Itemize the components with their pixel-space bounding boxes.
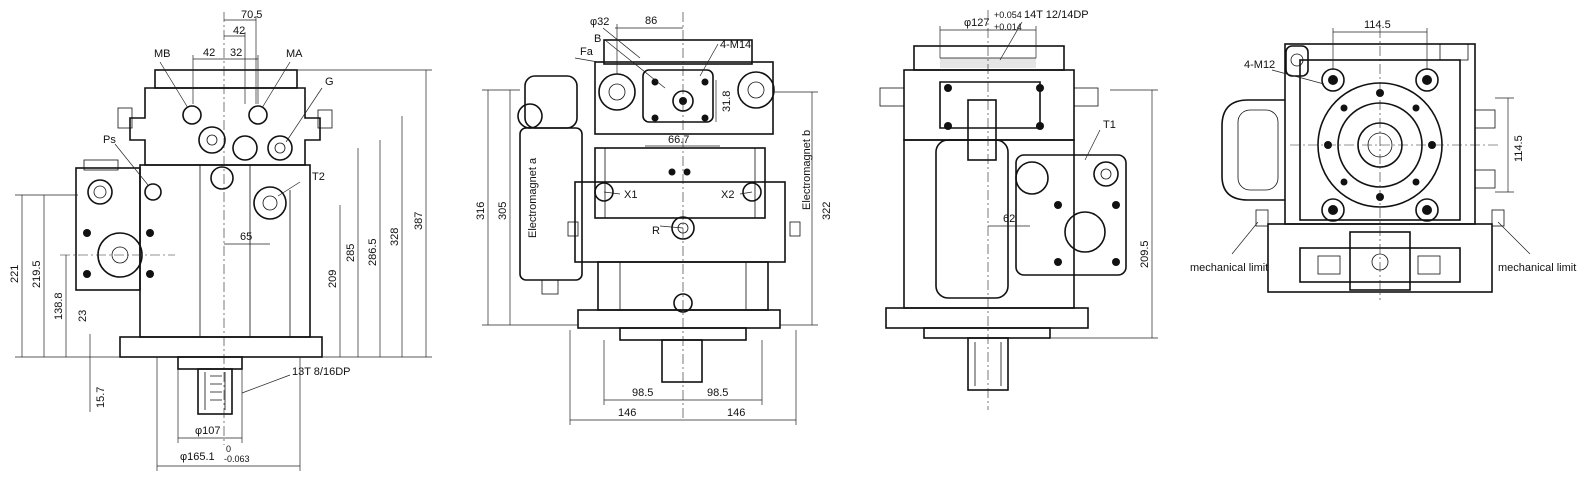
label-tol-165-lower: -0.063 [224,454,250,464]
label-port-T1: T1 [1103,119,1116,131]
label-dim-98-5-left: 98.5 [632,387,653,399]
label-port-MB: MB [154,48,171,60]
label-dim-221: 221 [9,265,21,283]
label-dim-387: 387 [413,212,425,230]
label-dim-31-8: 31.8 [721,91,733,112]
label-dim-138-8: 138.8 [53,292,65,320]
label-dim-114-5-horizontal: 114.5 [1364,19,1391,31]
label-dim-42: 42 [203,47,215,59]
label-dim-phi107: φ107 [195,425,221,437]
top-view [1221,28,1531,300]
label-dim-42-top: 42 [233,25,245,37]
label-dim-305: 305 [497,202,509,220]
label-dim-316: 316 [475,202,487,220]
label-dim-285: 285 [345,244,357,262]
label-dim-phi32: φ32 [590,16,609,28]
label-dim-146-right: 146 [727,407,745,419]
label-port-MA: MA [286,48,303,60]
label-dim-219-5: 219.5 [31,260,43,288]
label-dim-70-5: 70.5 [241,9,262,21]
label-dim-114-5-vertical: 114.5 [1513,135,1525,162]
label-dim-286-5: 286.5 [367,238,379,266]
label-dim-328: 328 [389,228,401,246]
label-dim-98-5-right: 98.5 [707,387,728,399]
label-dim-86: 86 [645,15,657,27]
label-dim-phi127: φ127 [964,17,990,29]
label-tol-127-upper: +0.054 [994,10,1022,20]
label-dim-146-left: 146 [618,407,636,419]
label-tol-127-lower: +0.014 [994,22,1022,32]
label-4-M12: 4-M12 [1244,59,1275,71]
rear-view [879,10,1158,410]
label-port-T2: T2 [312,171,325,183]
label-dim-62: 62 [1003,213,1015,225]
side-view [482,12,818,425]
label-dim-15-7: 15.7 [95,387,107,408]
label-dim-23: 23 [77,310,89,322]
label-port-X2: X2 [721,189,734,201]
label-port-G: G [325,76,334,88]
label-spline-14T: 14T 12/14DP [1024,9,1089,21]
label-dim-66-7: 66.7 [668,134,689,146]
label-dim-32: 32 [230,47,242,59]
label-tol-165-upper: 0 [226,444,231,454]
label-port-Ps: Ps [103,134,116,146]
front-view [15,12,432,471]
label-electromagnet-a: Electromagnet a [527,157,539,238]
label-port-B: B [594,33,601,45]
label-mechanical-limit-left: mechanical limit [1190,262,1268,274]
label-port-R: R [652,225,660,237]
label-dim-209: 209 [327,270,339,288]
label-4-M14: 4-M14 [720,39,751,51]
label-spline-13T: 13T 8/16DP [292,366,351,378]
label-dim-209-5: 209.5 [1139,240,1151,268]
label-dim-322: 322 [821,202,833,220]
label-mechanical-limit-right: mechanical limit [1498,262,1576,274]
label-dim-65: 65 [240,231,252,243]
label-electromagnet-b: Electromagnet b [801,130,813,210]
label-port-Fa: Fa [580,46,594,58]
label-dim-phi165-1: φ165.1 [180,451,215,463]
label-port-X1: X1 [624,189,637,201]
